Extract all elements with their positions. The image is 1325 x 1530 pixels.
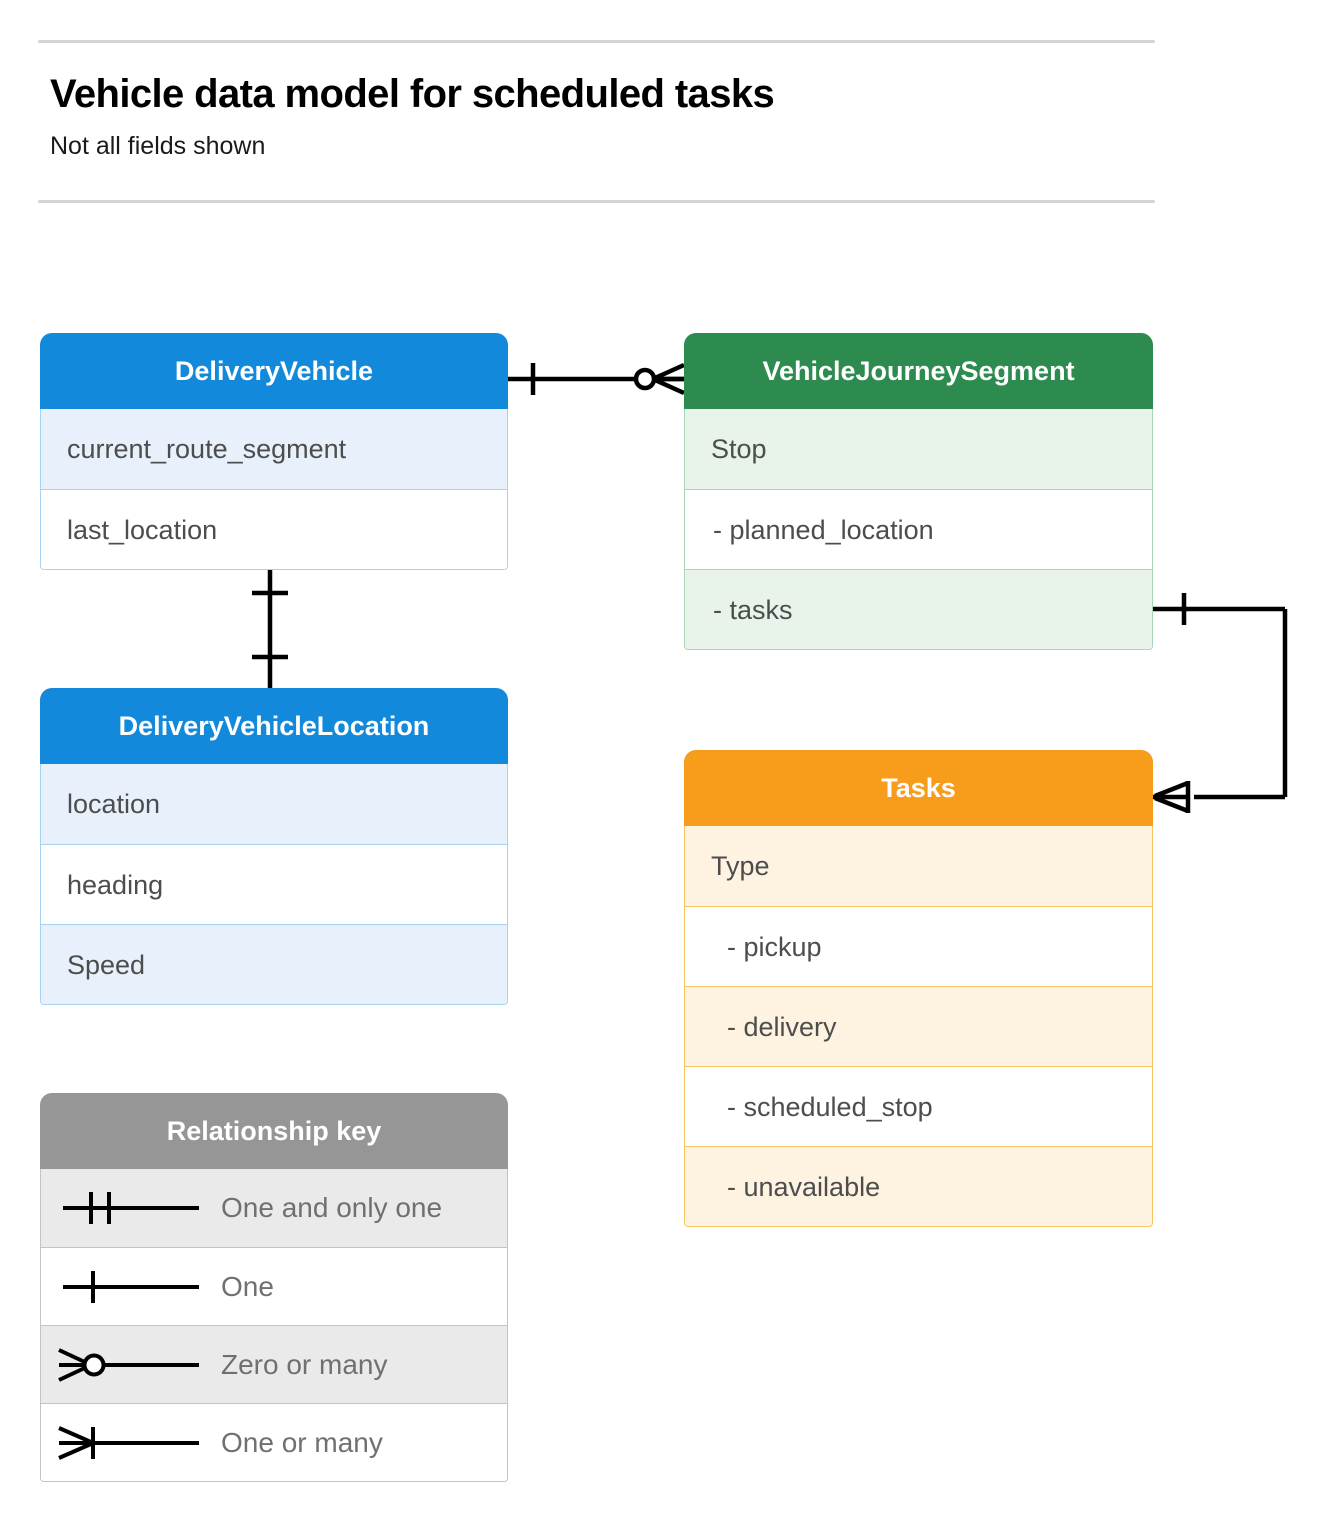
entity-title-delivery-vehicle-location: DeliveryVehicleLocation — [40, 688, 508, 764]
legend-title: Relationship key — [40, 1093, 508, 1169]
field-row[interactable]: Stop — [685, 409, 1152, 489]
legend-item-zero-or-many: Zero or many — [41, 1325, 507, 1403]
entity-title-vehicle-journey-segment: VehicleJourneySegment — [684, 333, 1153, 409]
field-row[interactable]: - pickup — [685, 906, 1152, 986]
field-row[interactable]: location — [41, 764, 507, 844]
header-divider-top — [38, 40, 1155, 43]
entity-tasks[interactable]: Tasks Type - pickup - delivery - schedul… — [684, 750, 1153, 1227]
field-row[interactable]: - scheduled_stop — [685, 1066, 1152, 1146]
entity-fields-delivery-vehicle: current_route_segment last_location — [40, 409, 508, 570]
entity-title-delivery-vehicle: DeliveryVehicle — [40, 333, 508, 409]
field-row[interactable]: - unavailable — [685, 1146, 1152, 1226]
entity-fields-tasks: Type - pickup - delivery - scheduled_sto… — [684, 826, 1153, 1227]
legend-item-label: Zero or many — [221, 1348, 388, 1380]
entity-delivery-vehicle[interactable]: DeliveryVehicle current_route_segment la… — [40, 333, 508, 570]
legend-item-label: One — [221, 1270, 274, 1302]
one-or-many-icon — [41, 1404, 221, 1481]
legend-item-one-and-only-one: One and only one — [41, 1169, 507, 1247]
legend-item-one-or-many: One or many — [41, 1403, 507, 1481]
legend-item-label: One and only one — [221, 1192, 443, 1223]
one-icon — [41, 1248, 221, 1325]
zero-or-many-icon — [41, 1326, 221, 1403]
field-row[interactable]: heading — [41, 844, 507, 924]
page-title: Vehicle data model for scheduled tasks — [50, 72, 775, 116]
entity-vehicle-journey-segment[interactable]: VehicleJourneySegment Stop - planned_loc… — [684, 333, 1153, 650]
header-divider-bottom — [38, 200, 1155, 203]
relationship-key-legend: Relationship key One and only one — [40, 1093, 508, 1482]
field-row[interactable]: Type — [685, 826, 1152, 906]
field-row[interactable]: Speed — [41, 924, 507, 1004]
field-row[interactable]: - tasks — [685, 569, 1152, 649]
entity-fields-vehicle-journey-segment: Stop - planned_location - tasks — [684, 409, 1153, 650]
entity-delivery-vehicle-location[interactable]: DeliveryVehicleLocation location heading… — [40, 688, 508, 1005]
legend-item-label: One or many — [221, 1426, 383, 1458]
entity-fields-delivery-vehicle-location: location heading Speed — [40, 764, 508, 1005]
page-subtitle: Not all fields shown — [50, 132, 266, 160]
entity-title-tasks: Tasks — [684, 750, 1153, 826]
field-row[interactable]: current_route_segment — [41, 409, 507, 489]
field-row[interactable]: - delivery — [685, 986, 1152, 1066]
field-row[interactable]: last_location — [41, 489, 507, 569]
field-row[interactable]: - planned_location — [685, 489, 1152, 569]
legend-rows: One and only one One — [40, 1169, 508, 1482]
legend-item-one: One — [41, 1247, 507, 1325]
one-and-only-one-icon — [41, 1169, 221, 1247]
